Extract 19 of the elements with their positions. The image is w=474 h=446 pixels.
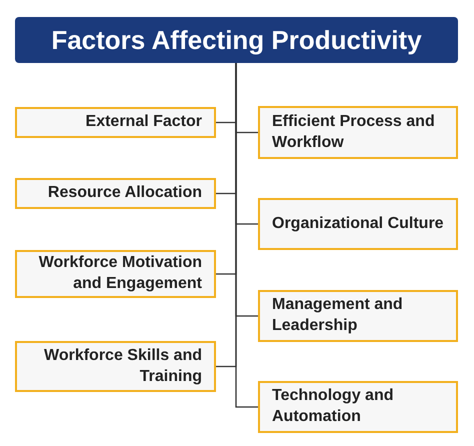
factor-box — [15, 341, 216, 392]
factor-box — [15, 250, 216, 298]
factor-box — [258, 290, 458, 342]
factor-label: Efficient Process and Workflow — [272, 112, 436, 152]
factor-label: Technology and Automation — [272, 386, 394, 427]
factor-label: Organizational Culture — [272, 214, 444, 234]
factor-label: External Factor — [86, 112, 202, 132]
factor-box — [258, 106, 458, 159]
factor-label: Workforce Motivation and Engagement — [38, 253, 202, 294]
factor-box — [15, 178, 216, 209]
factor-label: Resource Allocation — [48, 183, 202, 204]
factor-box — [15, 107, 216, 138]
factor-label: Management and Leadership — [272, 295, 404, 336]
factor-label: Workforce Skills and Training — [43, 346, 202, 386]
connector-line — [235, 63, 258, 408]
title-text: Factors Affecting Productivity — [51, 24, 422, 56]
factor-box — [258, 198, 458, 250]
factor-box — [258, 381, 458, 433]
title-banner — [15, 17, 458, 63]
